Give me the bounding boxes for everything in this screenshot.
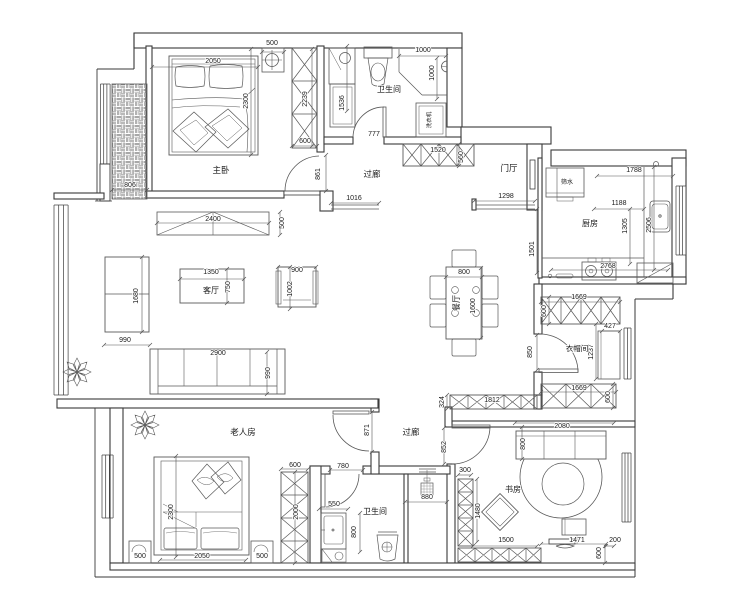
svg-text:1520: 1520	[430, 147, 446, 154]
svg-text:2768: 2768	[600, 263, 616, 270]
svg-text:1480: 1480	[475, 503, 482, 519]
svg-text:1812: 1812	[484, 397, 500, 404]
svg-text:780: 780	[337, 463, 349, 470]
svg-text:861: 861	[315, 168, 322, 180]
svg-text:1669: 1669	[571, 294, 587, 301]
svg-text:990: 990	[265, 367, 272, 379]
svg-text:600: 600	[299, 138, 311, 145]
svg-text:书房: 书房	[505, 484, 521, 494]
svg-text:850: 850	[527, 346, 534, 358]
svg-text:600: 600	[605, 391, 612, 403]
svg-text:1188: 1188	[611, 200, 626, 207]
svg-text:777: 777	[368, 131, 380, 138]
svg-text:852: 852	[441, 441, 448, 453]
svg-text:750: 750	[225, 281, 232, 293]
svg-text:800: 800	[458, 269, 470, 276]
svg-text:880: 880	[421, 494, 433, 501]
svg-text:871: 871	[364, 424, 371, 436]
svg-text:500: 500	[266, 40, 278, 47]
svg-text:500: 500	[134, 553, 146, 560]
svg-text:门厅: 门厅	[500, 163, 518, 173]
svg-text:卫生间: 卫生间	[377, 84, 401, 94]
svg-text:主卧: 主卧	[212, 165, 230, 175]
svg-text:800: 800	[351, 526, 358, 538]
svg-text:2400: 2400	[205, 216, 221, 223]
svg-text:806: 806	[124, 182, 136, 189]
svg-text:1237: 1237	[588, 344, 595, 360]
svg-text:500: 500	[279, 217, 286, 229]
svg-text:600: 600	[541, 305, 548, 317]
svg-text:600: 600	[596, 547, 603, 559]
svg-text:1500: 1500	[498, 537, 514, 544]
svg-text:过廊: 过廊	[402, 427, 420, 437]
svg-text:550: 550	[328, 501, 340, 508]
svg-text:1002: 1002	[287, 281, 294, 297]
svg-text:200: 200	[609, 537, 621, 544]
svg-text:1501: 1501	[529, 241, 536, 257]
svg-text:2050: 2050	[205, 58, 221, 65]
svg-text:1680: 1680	[133, 288, 140, 304]
svg-text:2050: 2050	[194, 553, 210, 560]
svg-text:1536: 1536	[339, 95, 346, 111]
svg-text:2900: 2900	[210, 350, 226, 357]
svg-text:衣帽间: 衣帽间	[566, 343, 589, 353]
svg-text:老人房: 老人房	[230, 427, 256, 437]
svg-text:324: 324	[439, 396, 446, 408]
svg-text:2300: 2300	[168, 504, 175, 520]
svg-text:900: 900	[291, 267, 303, 274]
svg-text:筛水: 筛水	[561, 178, 573, 186]
svg-text:厨房: 厨房	[582, 218, 598, 228]
svg-text:过廊: 过廊	[363, 169, 381, 179]
svg-text:1298: 1298	[498, 193, 514, 200]
svg-text:客厅: 客厅	[203, 285, 219, 295]
svg-text:1016: 1016	[346, 195, 362, 202]
svg-text:2080: 2080	[554, 423, 570, 430]
svg-text:1669: 1669	[571, 385, 587, 392]
svg-text:1305: 1305	[622, 218, 629, 234]
svg-text:1471: 1471	[569, 537, 585, 544]
svg-text:2300: 2300	[243, 93, 250, 109]
svg-text:2506: 2506	[646, 217, 653, 233]
svg-text:2239: 2239	[302, 91, 309, 107]
svg-text:洗衣机: 洗衣机	[425, 111, 433, 128]
svg-text:300: 300	[459, 467, 471, 474]
svg-text:500: 500	[256, 553, 268, 560]
svg-text:427: 427	[604, 323, 616, 330]
svg-text:990: 990	[119, 337, 131, 344]
svg-text:卫生间: 卫生间	[363, 506, 387, 516]
svg-text:560: 560	[458, 151, 465, 163]
svg-text:餐厅: 餐厅	[452, 295, 461, 311]
svg-text:1350: 1350	[203, 269, 219, 276]
svg-text:800: 800	[520, 438, 527, 450]
svg-text:1600: 1600	[470, 298, 477, 314]
svg-text:1000: 1000	[429, 65, 436, 81]
svg-text:2000: 2000	[293, 504, 300, 520]
svg-text:1000: 1000	[415, 47, 431, 54]
svg-text:600: 600	[289, 462, 301, 469]
svg-text:1788: 1788	[626, 167, 642, 174]
